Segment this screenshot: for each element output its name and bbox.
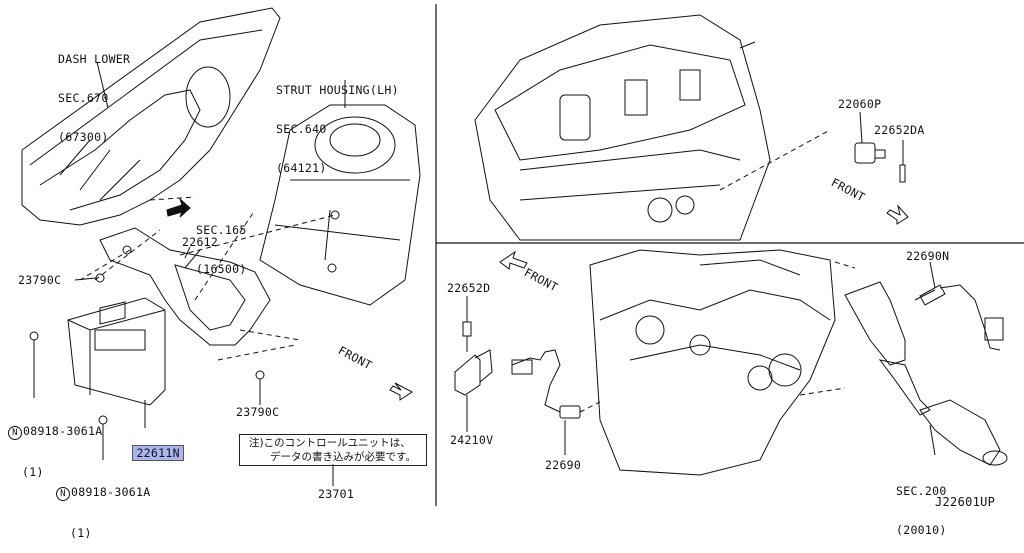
- engine-upper: [474, 14, 831, 241]
- label-strut-housing: STRUT HOUSING(LH) SEC.640 (64121): [276, 58, 399, 188]
- label-22690n: 22690N: [906, 249, 950, 263]
- strut-housing-title: STRUT HOUSING(LH): [276, 83, 399, 97]
- label-22060p: 22060P: [838, 97, 882, 111]
- note-box: 注)このコントロールユニットは、 データの書き込みが必要です。: [239, 434, 427, 466]
- catalytic-converter: [844, 281, 1008, 466]
- sec200-sec: SEC.200: [896, 484, 947, 498]
- diagram-code: J22601UP: [935, 495, 996, 509]
- label-23790c-bottom: 23790C: [236, 405, 280, 419]
- label-24210v: 24210V: [450, 433, 494, 447]
- sec165-arrow: [166, 197, 191, 218]
- sec200-code: (20010): [896, 523, 947, 537]
- bracket-24210v: [454, 296, 493, 432]
- part-22611n-highlight[interactable]: 22611N: [132, 445, 184, 461]
- label-dash-lower: DASH LOWER SEC.670 (67300): [58, 27, 130, 157]
- dash-lower-code: (67300): [58, 130, 109, 144]
- parts-diagram: [21, 4, 1024, 506]
- front-arrow-upper: [886, 204, 909, 225]
- strut-housing-sec: SEC.640: [276, 122, 327, 136]
- label-sec165: SEC.165 (16500): [196, 198, 247, 289]
- label-22652da: 22652DA: [874, 123, 925, 137]
- sec165-sec: SEC.165: [196, 223, 247, 237]
- n-mark-icon: N: [8, 426, 22, 440]
- label-22690: 22690: [545, 458, 582, 472]
- strut-housing: [259, 80, 421, 306]
- engine-lower: [589, 249, 856, 476]
- front-arrow-left: [389, 382, 413, 401]
- note-line-1: 注)このコントロールユニットは、: [249, 437, 411, 449]
- 08918-top-part: 08918-3061A: [23, 424, 103, 438]
- n-mark-icon-2: N: [56, 487, 70, 501]
- 08918-bottom-part: 08918-3061A: [71, 485, 151, 499]
- label-22611n: 22611N: [118, 434, 184, 461]
- label-23790c-top: 23790C: [18, 273, 62, 287]
- strut-housing-code: (64121): [276, 161, 327, 175]
- sec165-code: (16500): [196, 262, 247, 276]
- label-23701: 23701: [318, 487, 355, 501]
- dash-lower-panel: [21, 7, 281, 226]
- bracket-22612: [99, 227, 271, 346]
- sensor-22060p: [854, 111, 906, 183]
- label-22652d: 22652D: [447, 281, 491, 295]
- sensor-22690n: [914, 261, 1004, 351]
- front-arrow-mid: [499, 250, 528, 270]
- sensor-22690: [511, 349, 601, 455]
- dash-lower-sec: SEC.670: [58, 91, 109, 105]
- note-line-2: データの書き込みが必要です。: [270, 451, 416, 463]
- 08918-bottom-qty: (1): [70, 526, 92, 540]
- label-22612: 22612: [182, 235, 219, 249]
- dash-lower-title: DASH LOWER: [58, 52, 131, 66]
- 08918-top-qty: (1): [22, 465, 44, 479]
- control-unit-22611n: [67, 297, 166, 428]
